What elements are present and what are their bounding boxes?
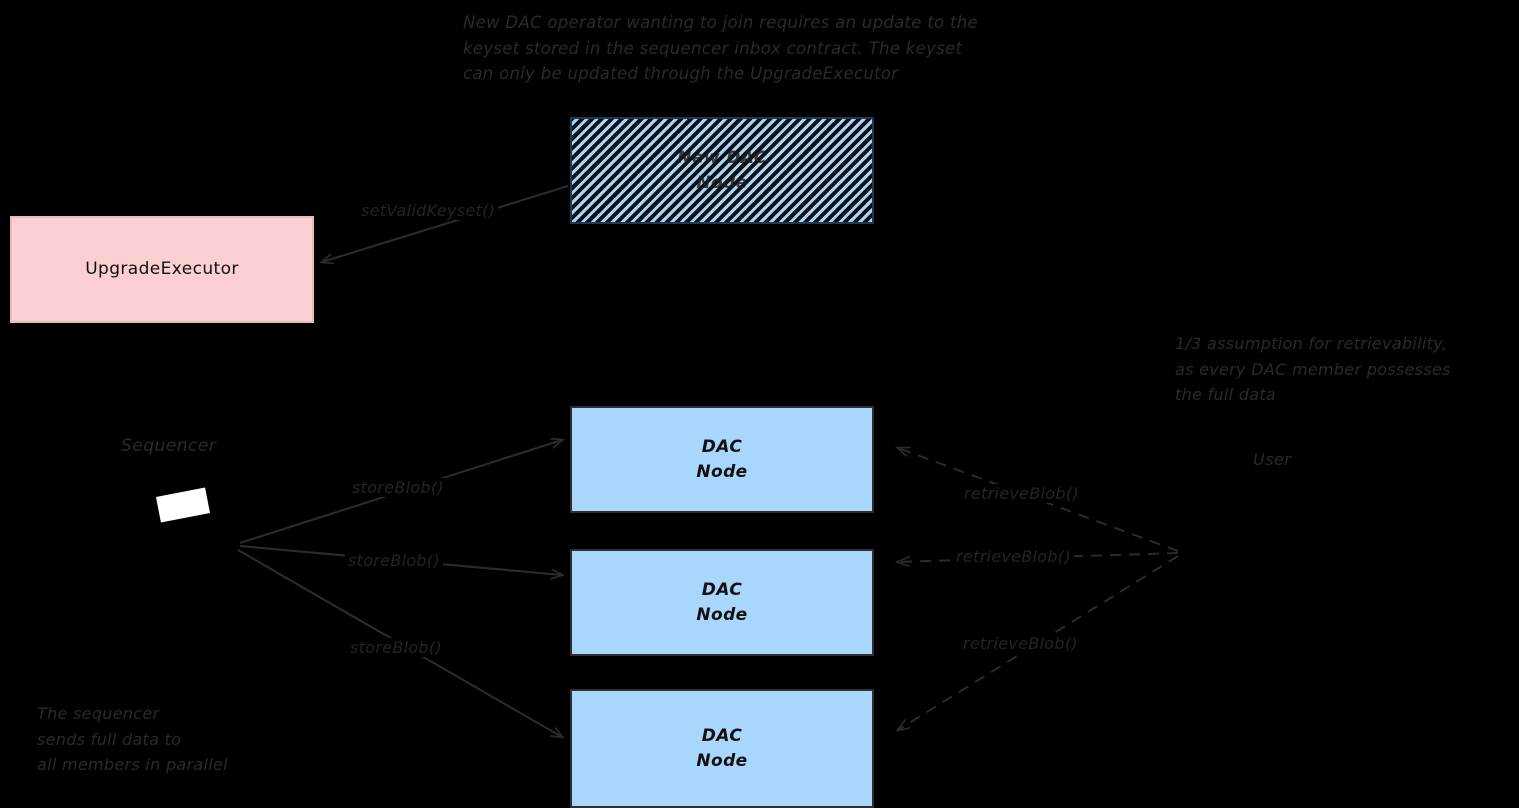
actor-sequencer-label: Sequencer: [121, 436, 217, 456]
edge-label-retrieveblob-3: retrieveBlob(): [960, 634, 1081, 653]
node-new-dac-node-label: New DAC Node: [677, 147, 767, 193]
node-dac-node-3[interactable]: DAC Node: [570, 689, 874, 808]
node-dac-node-1-label: DAC Node: [696, 436, 748, 482]
node-dac-node-3-label: DAC Node: [696, 725, 748, 771]
node-dac-node-2[interactable]: DAC Node: [570, 549, 874, 656]
annotation-retrievability-assumption: 1/3 assumption for retrievability, as ev…: [1175, 334, 1451, 404]
connector-retrieveblob-1: [898, 448, 1179, 552]
node-dac-node-1[interactable]: DAC Node: [570, 406, 874, 513]
edge-label-retrieveblob-1: retrieveBlob(): [961, 484, 1082, 503]
edge-label-retrieveblob-2: retrieveBlob(): [953, 547, 1074, 566]
node-upgrade-executor-label: UpgradeExecutor: [85, 259, 239, 279]
node-dac-node-2-label: DAC Node: [696, 579, 748, 625]
connector-setvalidkeyset: [322, 184, 569, 262]
annotation-keyset-update: New DAC operator wanting to join require…: [463, 13, 978, 83]
edge-label-storeblob-3: storeBlob(): [347, 638, 445, 657]
connector-retrieveblob-3: [898, 555, 1179, 730]
actor-user-label: User: [1253, 450, 1292, 469]
annotation-sequencer-parallel: The sequencer sends full data to all mem…: [37, 704, 228, 774]
edge-label-storeblob-1: storeBlob(): [349, 478, 447, 497]
node-new-dac-node[interactable]: New DAC Node: [570, 117, 874, 224]
edge-label-setvalidkeyset: setValidKeyset(): [358, 201, 499, 220]
edge-label-storeblob-2: storeBlob(): [345, 551, 443, 570]
node-upgrade-executor[interactable]: UpgradeExecutor: [10, 216, 314, 323]
